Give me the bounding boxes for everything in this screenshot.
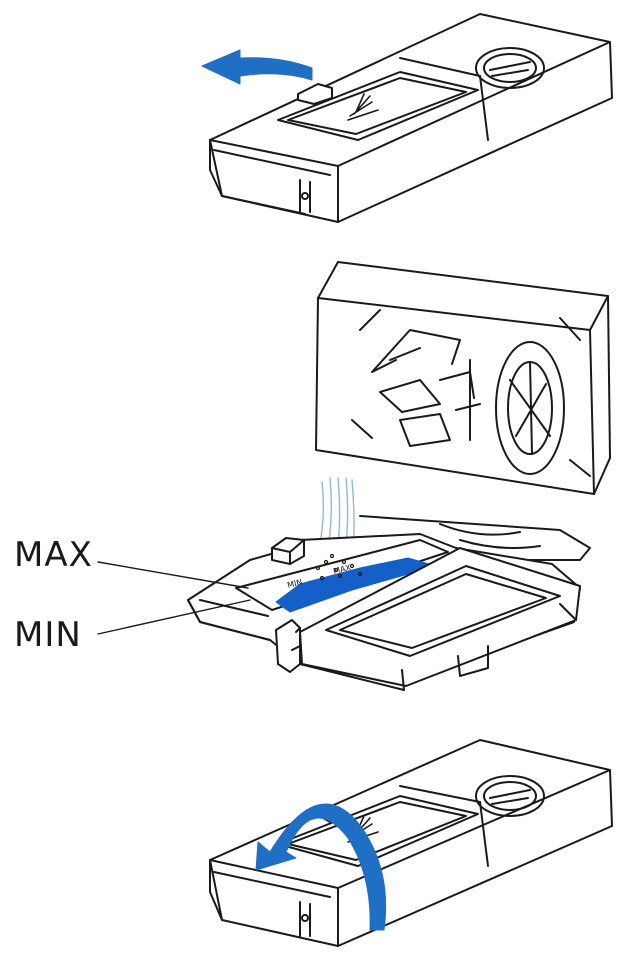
max-label: MAX bbox=[14, 538, 93, 572]
step-fill bbox=[188, 262, 610, 690]
min-label: MIN bbox=[14, 618, 82, 652]
step-close-lid bbox=[210, 740, 612, 946]
arrow-left-icon bbox=[202, 50, 312, 84]
step-open-lid bbox=[210, 14, 612, 222]
rinse-aid-bottle bbox=[316, 262, 610, 494]
